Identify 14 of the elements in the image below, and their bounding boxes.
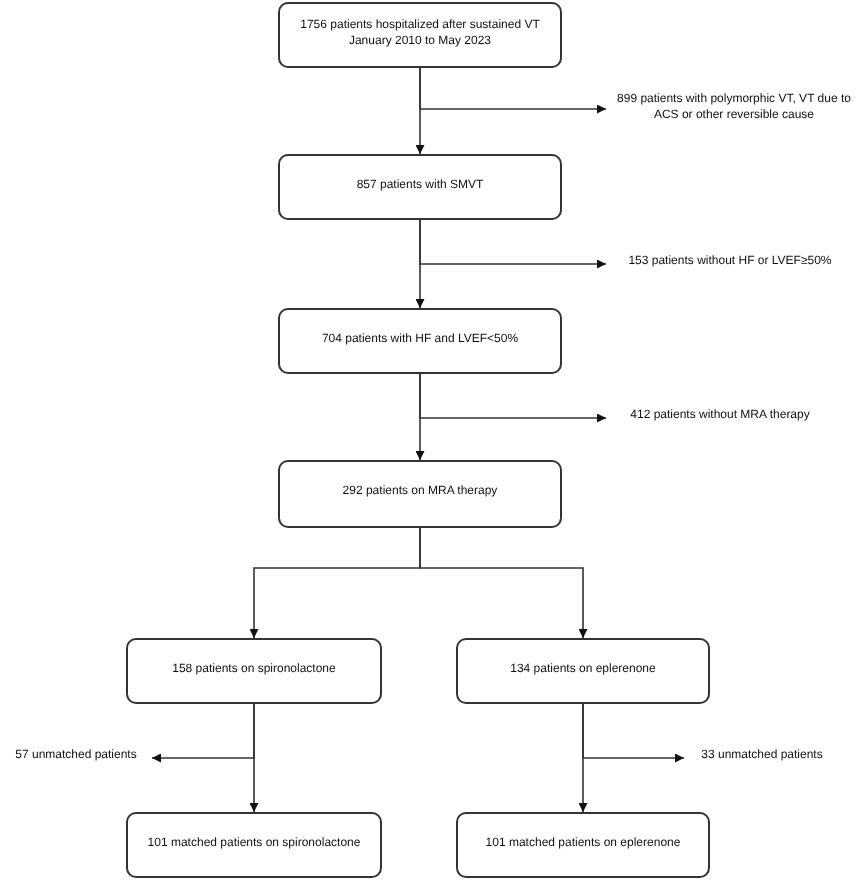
arrow <box>151 703 255 763</box>
process-box <box>278 154 562 220</box>
arrow <box>419 527 588 639</box>
process-box <box>278 2 562 68</box>
process-box <box>278 308 562 374</box>
process-box <box>456 638 710 704</box>
arrow <box>419 67 607 114</box>
arrow <box>419 219 607 269</box>
process-box <box>278 460 562 528</box>
process-box <box>126 812 382 878</box>
process-box <box>456 812 710 878</box>
process-box <box>126 638 382 704</box>
arrow <box>582 703 685 763</box>
arrow <box>419 373 607 423</box>
